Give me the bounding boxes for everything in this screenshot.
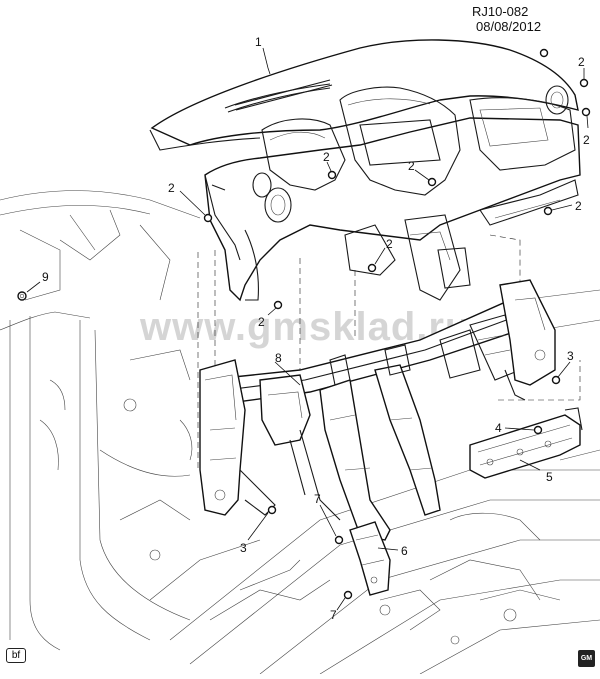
callout-3: 3: [567, 349, 574, 363]
bolt-icon: [367, 263, 377, 273]
diagram-date: 08/08/2012: [476, 19, 542, 34]
bolt-icon: [267, 505, 277, 515]
fasteners: [17, 48, 591, 600]
corner-tag: bf: [6, 648, 26, 663]
callout-numbers: 1 2 2 2 2 2 2 2 2 3 3 4 5 6 7 7 8 9: [42, 35, 590, 622]
callout-2: 2: [575, 199, 582, 213]
brace-bracket-5: [469, 407, 583, 479]
callout-2: 2: [323, 150, 330, 164]
bolt-icon: [427, 177, 437, 187]
callout-2: 2: [168, 181, 175, 195]
bolt-icon: [579, 78, 589, 88]
callout-2: 2: [386, 237, 393, 251]
callout-2: 2: [583, 133, 590, 147]
bolt-icon: [203, 213, 213, 223]
bolt-icon: [273, 300, 283, 310]
callout-7: 7: [330, 608, 337, 622]
bolt-icon: [551, 375, 561, 385]
gm-logo-text: GM: [580, 655, 593, 662]
callout-3: 3: [240, 541, 247, 555]
gm-logo: GM: [578, 650, 595, 667]
bolt-icon: [543, 206, 553, 216]
diagram-header: RJ10-082 08/08/2012: [472, 4, 600, 34]
bolt-icon: [533, 425, 543, 435]
callout-5: 5: [546, 470, 553, 484]
support-bracket-6: [349, 521, 391, 596]
instrument-panel: [149, 39, 581, 302]
callout-2: 2: [258, 315, 265, 329]
bolt-icon: [327, 170, 337, 180]
callout-8: 8: [275, 351, 282, 365]
callout-4: 4: [495, 421, 502, 435]
bolt-icon: [581, 107, 591, 117]
bolt-icon: [334, 535, 344, 545]
callout-2: 2: [578, 55, 585, 69]
callout-2: 2: [408, 159, 415, 173]
bolt-icon: [539, 48, 549, 58]
nut-icon: [17, 291, 27, 301]
callout-7: 7: [314, 492, 321, 506]
diagram-code: RJ10-082: [472, 4, 529, 19]
cross-car-beam: [199, 279, 556, 541]
vehicle-body-structure: [0, 190, 600, 675]
callout-1: 1: [255, 35, 262, 49]
leader-lines: [26, 47, 589, 611]
bolt-icon: [343, 590, 353, 600]
callout-6: 6: [401, 544, 408, 558]
callout-9: 9: [42, 270, 49, 284]
